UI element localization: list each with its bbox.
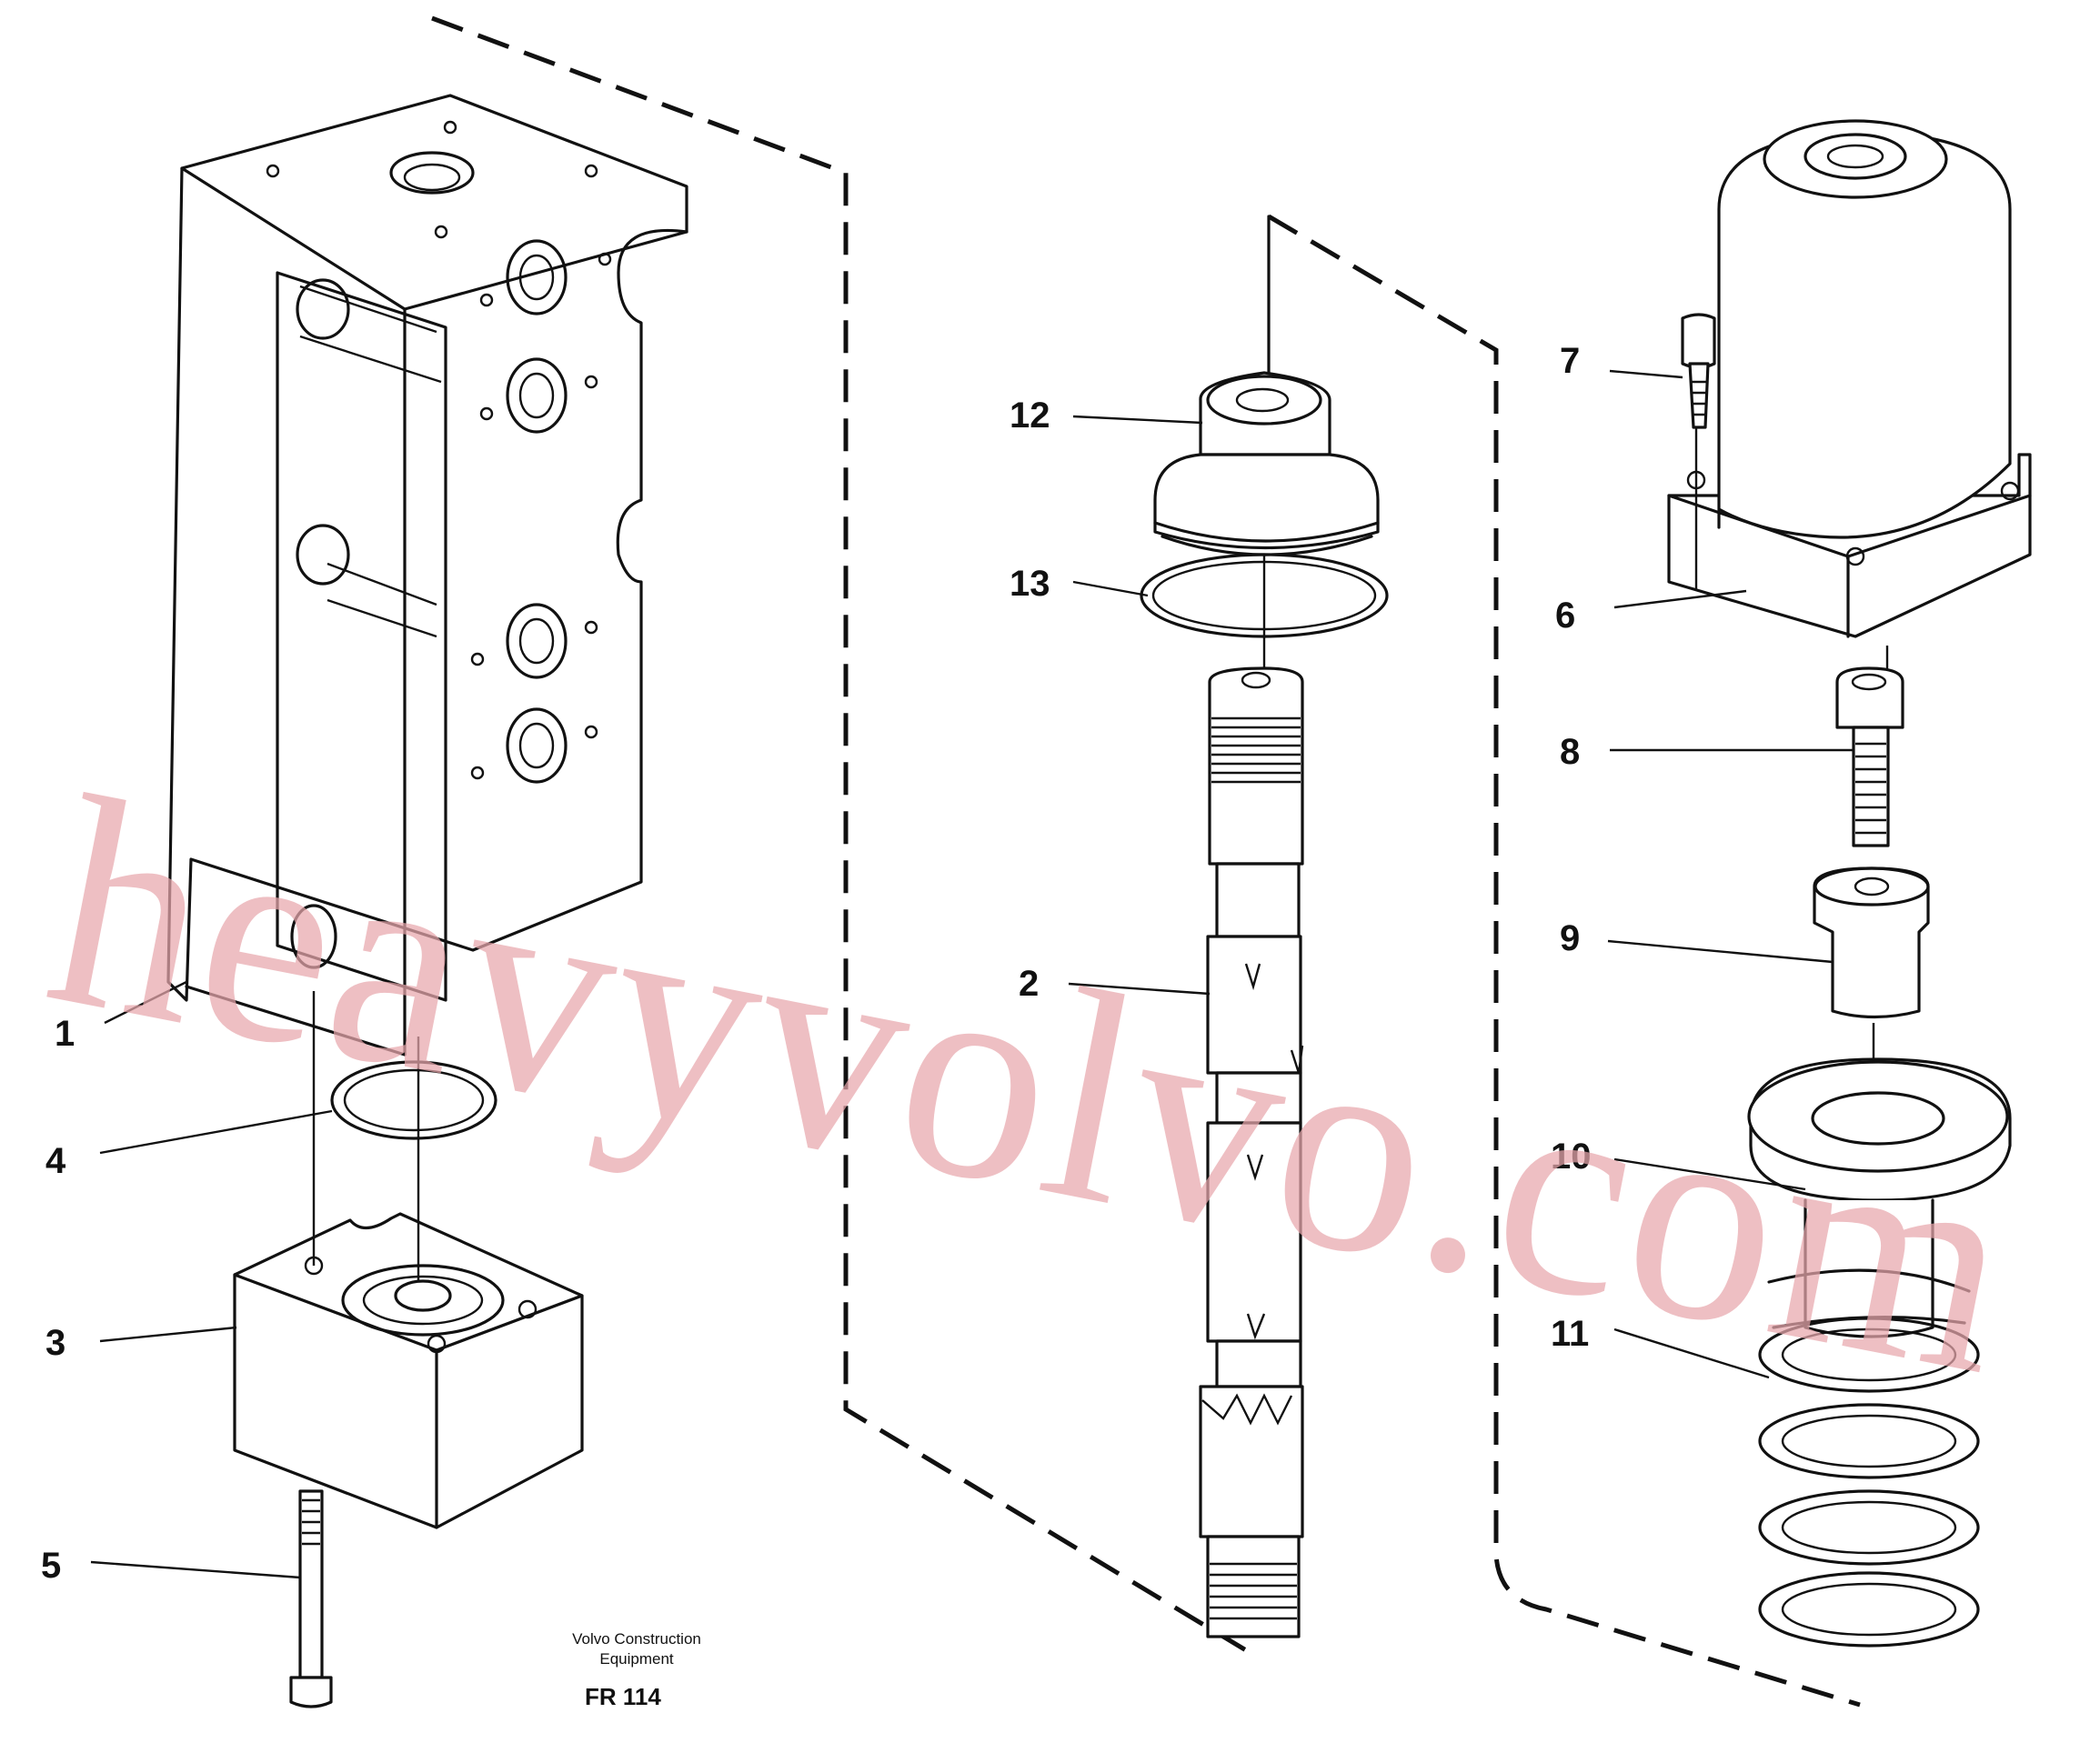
- label-13: 13: [1010, 564, 1050, 604]
- caption-line-1: Volvo Construction: [572, 1630, 701, 1648]
- part-8-bolt: [1835, 646, 1904, 847]
- leader-lines: [90, 369, 1854, 1579]
- label-5: 5: [41, 1546, 61, 1586]
- label-3: 3: [45, 1323, 65, 1363]
- part-2-spool: [1199, 555, 1304, 1638]
- part-7-screw: [1681, 313, 1716, 591]
- label-2: 2: [1019, 964, 1039, 1004]
- label-1: 1: [55, 1014, 75, 1054]
- label-8: 8: [1560, 732, 1580, 772]
- label-12: 12: [1010, 396, 1050, 436]
- part-5-bolt: [289, 1489, 333, 1708]
- part-3-cover-block: [233, 991, 584, 1529]
- part-12-plunger-cap: [1153, 371, 1380, 556]
- drawing-code: FR 114: [585, 1683, 661, 1710]
- part-11-coil-spring: [1758, 1268, 1980, 1648]
- label-4: 4: [45, 1141, 66, 1181]
- label-7: 7: [1560, 341, 1580, 381]
- assembly-dashed-guides: [431, 15, 1861, 1708]
- part-9-bushing: [1813, 866, 1930, 1109]
- part-4-o-ring: [330, 1060, 497, 1140]
- part-10-spring-seat: [1747, 1057, 2012, 1338]
- part-number-labels: 1 4 3 5 2 12 13 6 7 8 9 10 11: [41, 341, 1592, 1586]
- drawing-caption: Volvo Construction Equipment FR 114: [572, 1630, 701, 1710]
- caption-line-2: Equipment: [599, 1650, 674, 1668]
- label-11: 11: [1551, 1314, 1589, 1354]
- label-9: 9: [1560, 918, 1580, 958]
- label-10: 10: [1551, 1137, 1592, 1177]
- part-1-valve-housing: [166, 94, 688, 1057]
- label-6: 6: [1555, 596, 1575, 636]
- part-6-spring-housing: [1667, 119, 2032, 638]
